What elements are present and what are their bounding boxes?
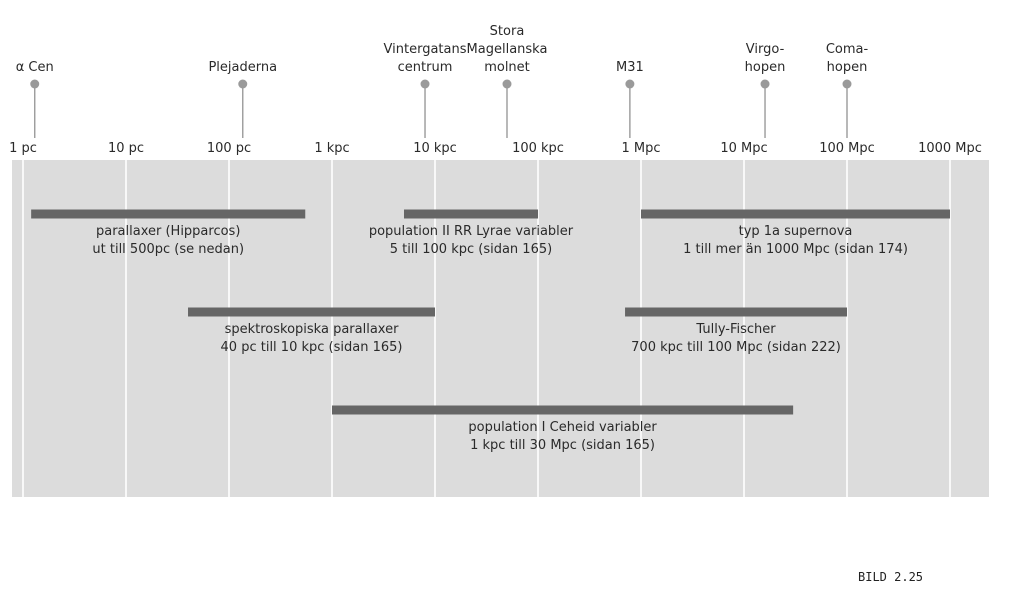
method-range: population II RR Lyrae variabler 5 till 1… xyxy=(369,209,574,257)
landmark: α Cen xyxy=(16,60,54,138)
method-range: parallaxer (Hipparcos) ut till 500pc (se … xyxy=(31,209,306,257)
landmark-dot xyxy=(502,79,512,89)
landmark-dot xyxy=(760,79,770,89)
axis-tick-label: 10 Mpc xyxy=(720,141,767,156)
axis-tick-label: 1 kpc xyxy=(314,141,349,156)
landmark-dot xyxy=(625,79,635,89)
method-label: 40 pc till 10 kpc (sidan 165) xyxy=(221,340,403,355)
method-range: population I Ceheid variabler 1 kpc till … xyxy=(332,405,794,453)
method-bar xyxy=(31,209,306,219)
landmark-label: Virgo- xyxy=(746,42,785,57)
method-bar xyxy=(403,209,538,219)
method-label: 1 till mer än 1000 Mpc (sidan 174) xyxy=(683,242,908,257)
axis-tick-label: 10 kpc xyxy=(413,141,457,156)
method-bar xyxy=(625,307,847,317)
landmark: Virgo-hopen xyxy=(745,42,786,138)
method-range: typ 1a supernova 1 till mer än 1000 Mpc (… xyxy=(641,209,950,257)
landmark-dot xyxy=(420,79,430,89)
axis-tick-label: 100 kpc xyxy=(512,141,564,156)
method-label: 700 kpc till 100 Mpc (sidan 222) xyxy=(631,340,841,355)
method-label: typ 1a supernova xyxy=(739,224,853,239)
landmark-label: hopen xyxy=(827,60,868,75)
landmark-label: M31 xyxy=(616,60,644,75)
distance-methods: parallaxer (Hipparcos) ut till 500pc (se … xyxy=(31,209,950,453)
landmark-dot xyxy=(30,79,40,89)
method-bar xyxy=(641,209,950,219)
axis-tick-labels: 1 pc 10 pc 100 pc 1 kpc 10 kpc 100 kpc 1 Mpc 10… xyxy=(9,141,982,156)
landmark: Coma-hopen xyxy=(826,42,869,138)
landmark: Vintergatans centrum xyxy=(384,42,467,138)
landmark-label: Plejaderna xyxy=(208,60,277,75)
axis-tick-label: 1 pc xyxy=(9,141,37,156)
method-label: parallaxer (Hipparcos) xyxy=(96,224,240,239)
landmark-label: Coma- xyxy=(826,42,869,57)
landmark-label: Magellanska xyxy=(467,42,548,57)
landmark-dot xyxy=(842,79,852,89)
landmark-label: Vintergatans xyxy=(384,42,467,57)
landmark-label: Stora xyxy=(490,24,525,39)
landmark-label: molnet xyxy=(484,60,530,75)
axis-tick-label: 1 Mpc xyxy=(621,141,660,156)
method-bar xyxy=(332,405,794,415)
landmark-label: centrum xyxy=(398,60,453,75)
landmark-markers: α Cen Plejaderna Vintergatans centrum StoraM… xyxy=(16,24,869,138)
method-label: Tully-Fischer xyxy=(695,322,776,337)
landmark: M31 xyxy=(616,60,644,138)
method-range: Tully-Fischer 700 kpc till 100 Mpc (sidan… xyxy=(625,307,847,355)
axis-tick-label: 1000 Mpc xyxy=(918,141,982,156)
axis-tick-label: 10 pc xyxy=(108,141,144,156)
method-label: spektroskopiska parallaxer xyxy=(225,322,399,337)
axis-tick-label: 100 Mpc xyxy=(819,141,875,156)
landmark-label: α Cen xyxy=(16,60,54,75)
method-label: population I Ceheid variabler xyxy=(468,420,657,435)
landmark-dot xyxy=(238,79,248,89)
figure-caption: BILD 2.25 xyxy=(858,570,923,584)
method-label: 5 till 100 kpc (sidan 165) xyxy=(390,242,552,257)
method-label: population II RR Lyrae variabler xyxy=(369,224,574,239)
landmark-label: hopen xyxy=(745,60,786,75)
method-label: 1 kpc till 30 Mpc (sidan 165) xyxy=(470,438,655,453)
method-label: ut till 500pc (se nedan) xyxy=(92,242,244,257)
axis-tick-label: 100 pc xyxy=(207,141,251,156)
method-range: spektroskopiska parallaxer 40 pc till 10 … xyxy=(188,307,435,355)
landmark: Plejaderna xyxy=(208,60,277,138)
method-bar xyxy=(188,307,435,317)
